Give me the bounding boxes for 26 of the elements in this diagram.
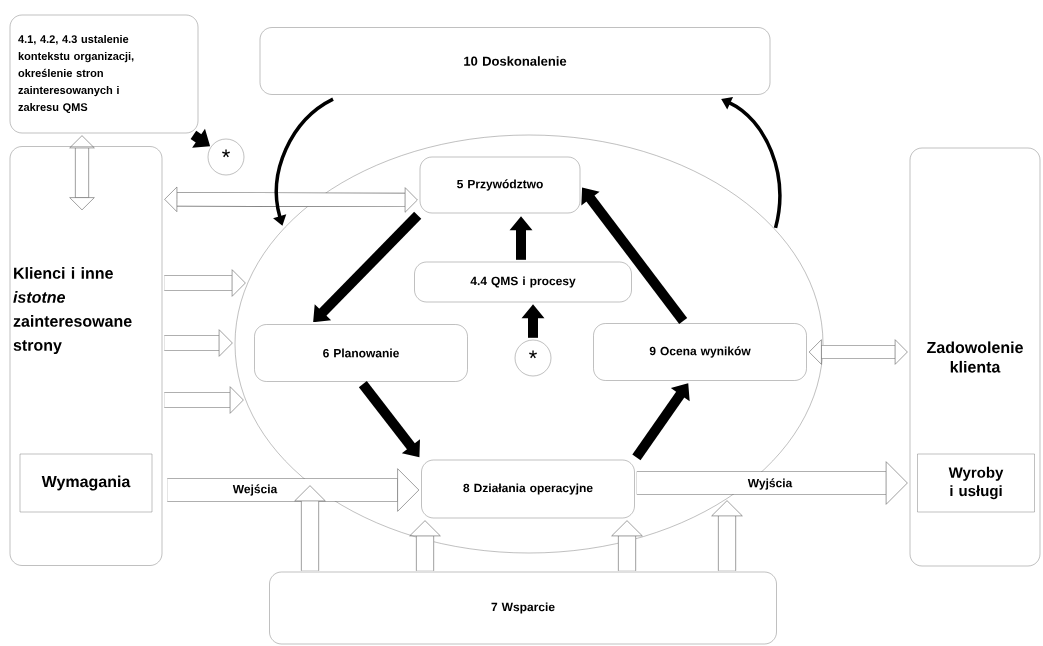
hollow-arrow [164, 329, 233, 357]
block-arrow [581, 187, 688, 324]
process-box: 4.4 QMS i procesy [414, 261, 632, 303]
hollow-arrow [69, 135, 95, 211]
hollow-arrow [167, 468, 420, 512]
products-box: Wyroby i usługi [917, 453, 1035, 513]
process-box: 5 Przywództwo [419, 156, 581, 214]
edge-label: Wejścia [231, 483, 279, 497]
hollow-arrow [164, 269, 246, 297]
hollow-arrow [294, 485, 326, 571]
edge-label: Wyjścia [746, 477, 794, 491]
process-box: 8 Działania operacyjne [421, 459, 635, 519]
context-box: 4.1, 4.2, 4.3 ustalenie kontekstu organizacji, określenie stron zainteresowanych i zakresu QMS [9, 14, 199, 134]
requirements-box: Wymagania [19, 453, 153, 513]
hollow-arrow [409, 520, 441, 571]
process-box: 6 Planowanie [254, 324, 468, 382]
hollow-arrow [636, 461, 908, 505]
hollow-arrow [164, 186, 418, 213]
support-box: 7 Wsparcie [269, 571, 777, 645]
process-box: 10 Doskonalenie [259, 27, 771, 95]
hollow-arrow [808, 339, 908, 365]
hollow-arrow [164, 386, 244, 414]
hollow-arrow [611, 520, 643, 571]
hollow-arrow [711, 500, 743, 571]
process-box: 9 Ocena wyników [593, 323, 807, 381]
block-arrow [632, 383, 690, 461]
